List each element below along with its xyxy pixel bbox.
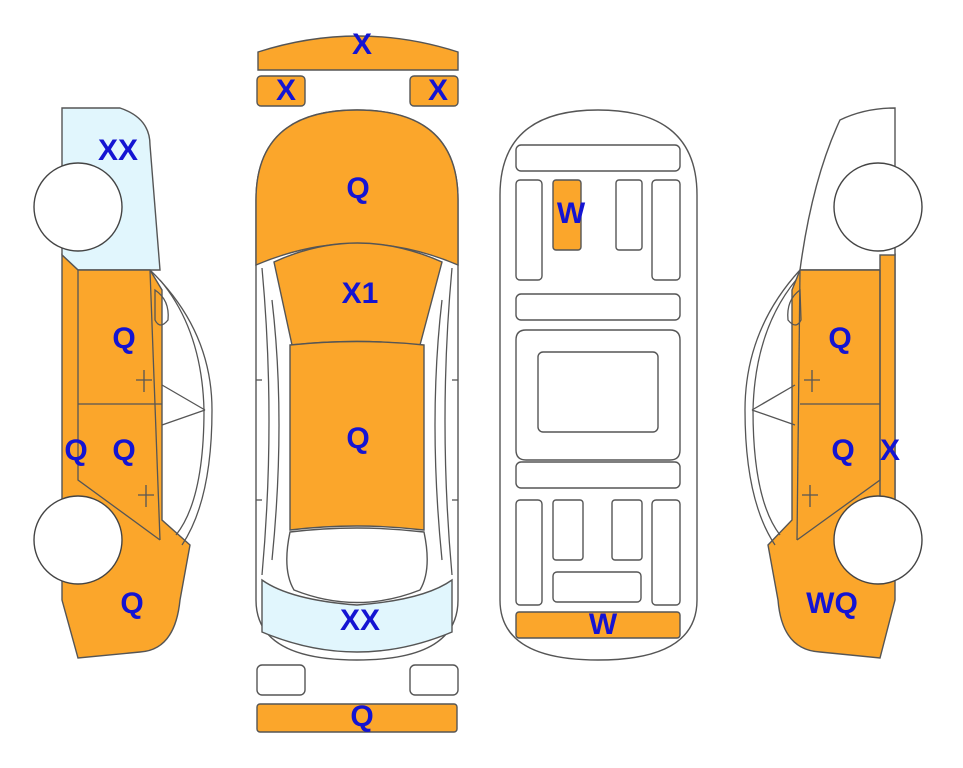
right-side-view bbox=[744, 107, 923, 659]
right-pillar-mark: X bbox=[880, 434, 900, 467]
right-front-wheel bbox=[833, 162, 923, 252]
left-rear-door-mark: Q bbox=[112, 434, 135, 467]
damage-labels: X X X Q X1 Q XX Q W W XX Q Q Q Q Q Q X W… bbox=[64, 28, 900, 733]
rear-bumper-mark: Q bbox=[350, 700, 373, 733]
right-front-door-mark: Q bbox=[828, 322, 851, 355]
right-rear-door-mark: Q bbox=[831, 434, 854, 467]
left-rear-quarter-mark: Q bbox=[120, 587, 143, 620]
windshield-mark: X1 bbox=[342, 277, 379, 310]
left-headlight-mark: X bbox=[276, 74, 296, 107]
underbody-rear-mark: W bbox=[589, 608, 618, 641]
underbody-front-mark: W bbox=[557, 197, 586, 230]
hood-mark: Q bbox=[346, 172, 369, 205]
left-sill-mark: Q bbox=[64, 434, 87, 467]
trunk-area bbox=[286, 527, 428, 604]
right-rear-quarter-mark: WQ bbox=[806, 587, 858, 620]
left-front-wheel bbox=[33, 162, 123, 252]
rear-window-mark: XX bbox=[340, 604, 380, 637]
underbody-view bbox=[499, 109, 698, 661]
rear-window-part bbox=[261, 578, 453, 653]
top-view bbox=[255, 35, 459, 733]
underbody-front-part bbox=[552, 179, 582, 251]
left-rear-wheel bbox=[33, 495, 123, 585]
right-taillight-part bbox=[409, 664, 459, 696]
left-headlight-part bbox=[256, 75, 306, 107]
roof-part bbox=[289, 340, 425, 531]
right-rear-wheel bbox=[833, 495, 923, 585]
right-headlight-mark: X bbox=[428, 74, 448, 107]
left-side-view bbox=[33, 107, 213, 659]
front-bumper-part bbox=[257, 35, 459, 71]
front-bumper-mark: X bbox=[352, 28, 372, 61]
right-headlight-part bbox=[409, 75, 459, 107]
left-front-door-mark: Q bbox=[112, 322, 135, 355]
roof-mark: Q bbox=[346, 422, 369, 455]
right-pillar-part bbox=[879, 254, 896, 506]
rear-bumper-part bbox=[256, 703, 458, 733]
underbody-rear-part bbox=[515, 611, 681, 639]
left-front-glass-mark: XX bbox=[98, 134, 138, 167]
left-taillight-part bbox=[256, 664, 306, 696]
